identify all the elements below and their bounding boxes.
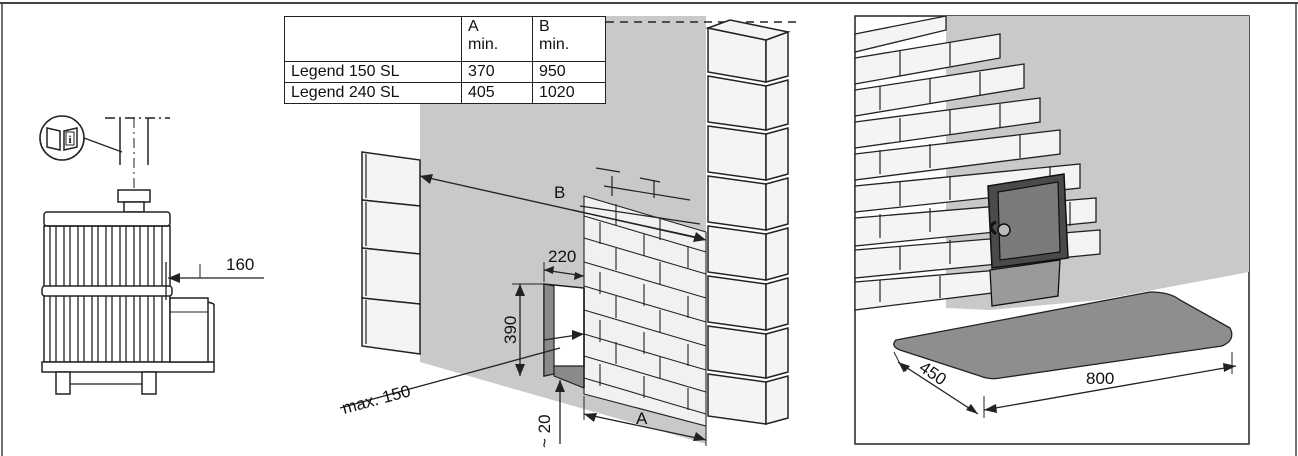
dimension-800: 800 <box>983 352 1237 418</box>
row-b-value: 950 <box>532 61 606 83</box>
floor-plate <box>893 291 1233 380</box>
wall-opening-view: B 220 390 max. 150 <box>339 16 800 448</box>
header-b-letter: B <box>539 18 550 35</box>
dimension-160: 160 <box>168 255 264 283</box>
door-wall-view: 450 800 <box>854 15 1250 445</box>
dim-390-label: 390 <box>501 316 520 344</box>
dimension-220: 220 <box>543 247 585 286</box>
right-brick-rows <box>854 15 1101 311</box>
header-col-a: A min. <box>461 16 533 62</box>
dim-a-label: A <box>636 409 648 428</box>
left-brick-column <box>361 151 421 355</box>
clearance-table: A min. B min. Legend 150 SL 370 950 Lege… <box>284 16 606 104</box>
row-model: Legend 150 SL <box>284 61 462 83</box>
stove-side-view <box>41 117 215 395</box>
header-a-min: min. <box>468 36 499 53</box>
header-a-letter: A <box>468 18 479 35</box>
dimension-20: ~ 20 <box>535 380 565 448</box>
svg-text:i: i <box>68 134 71 146</box>
wall-opening <box>543 283 585 389</box>
dim-20-label: ~ 20 <box>535 414 554 448</box>
table-row: Legend 240 SL 405 1020 <box>284 82 606 104</box>
dimension-390: 390 <box>501 283 544 376</box>
manual-info-icon: i <box>39 115 123 161</box>
dim-b-label: B <box>554 183 565 202</box>
row-b-value: 1020 <box>532 82 606 104</box>
row-a-value: 370 <box>461 61 533 83</box>
dimension-a: A <box>583 396 707 446</box>
table-row: Legend 150 SL 370 950 <box>284 61 606 83</box>
right-brick-column-side <box>705 19 791 425</box>
header-b-min: min. <box>539 36 570 53</box>
dim-220-label: 220 <box>548 247 576 266</box>
dim-max-150-label: max. 150 <box>340 381 412 417</box>
header-col-b: B min. <box>532 16 606 62</box>
header-empty-cell <box>284 16 462 62</box>
dim-800-label: 800 <box>1086 369 1114 388</box>
row-a-value: 405 <box>461 82 533 104</box>
right-brick-column <box>707 27 767 425</box>
dimension-b: B <box>419 174 707 242</box>
table-header-row: A min. B min. <box>284 16 606 62</box>
stove-door <box>987 173 1069 307</box>
row-model: Legend 240 SL <box>284 82 462 104</box>
dim-160-label: 160 <box>226 255 254 274</box>
